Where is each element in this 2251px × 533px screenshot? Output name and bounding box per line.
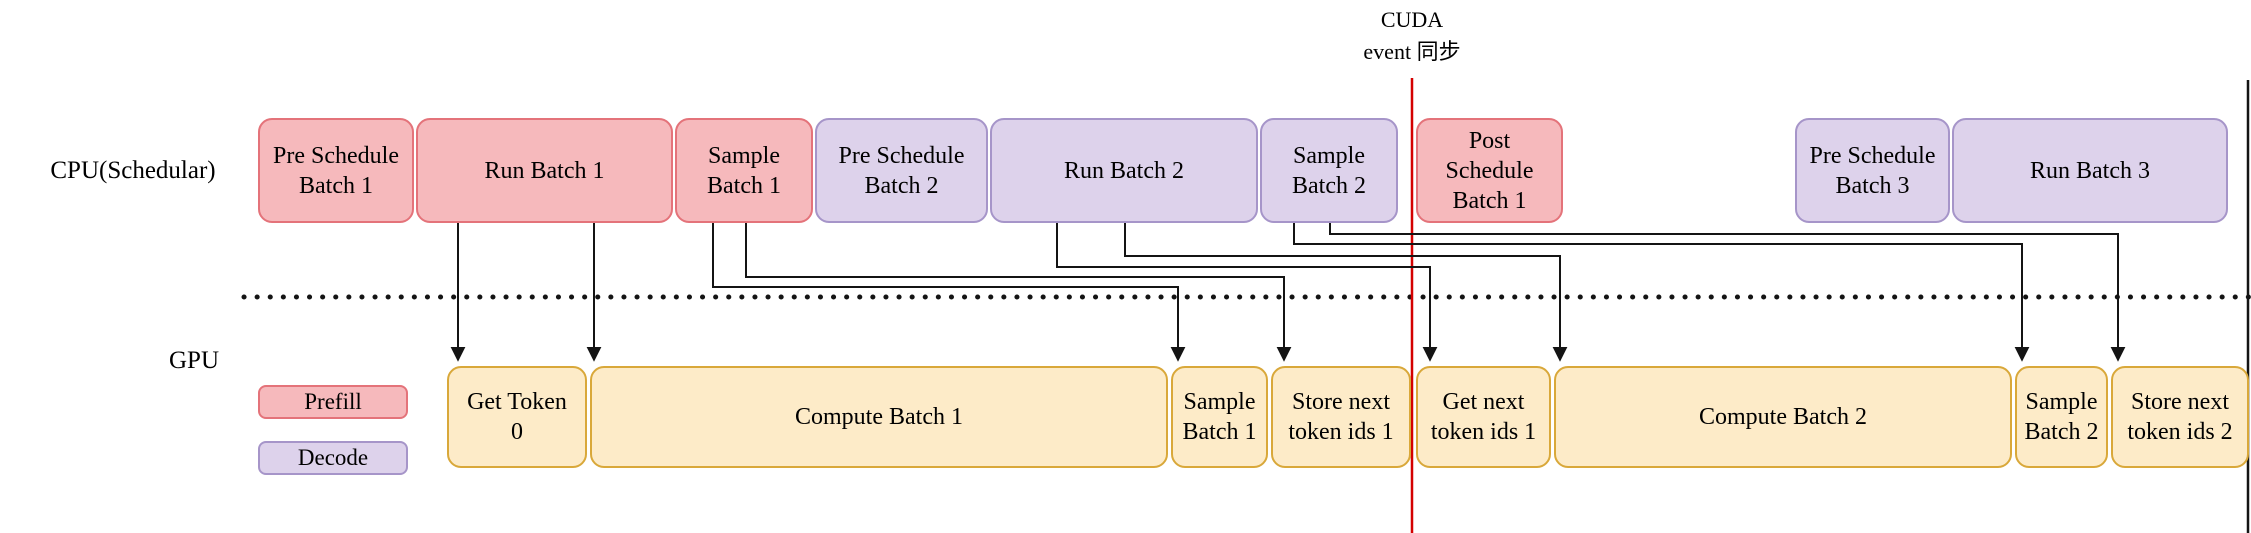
cpu-box-pre-schedule-batch-2: Pre Schedule Batch 2 — [815, 118, 988, 223]
gpu-box-get-token-0: Get Token 0 — [447, 366, 587, 468]
cpu-box-pre-schedule-batch-3: Pre Schedule Batch 3 — [1795, 118, 1950, 223]
gpu-box-compute-batch-1: Compute Batch 1 — [590, 366, 1168, 468]
cuda-sync-label: CUDA event 同步 — [1363, 7, 1461, 64]
cpu-box-sample-batch-2: Sample Batch 2 — [1260, 118, 1398, 223]
gpu-box-store-next-token-ids-2: Store next token ids 2 — [2111, 366, 2249, 468]
cpu-box-sample-batch-1: Sample Batch 1 — [675, 118, 813, 223]
arrow-samplebatch2-gpu-samplebatch2 — [1293, 223, 2030, 362]
cpu-box-post-schedule-batch-1: Post Schedule Batch 1 — [1416, 118, 1563, 223]
arrow-samplebatch2-storeids2 — [1329, 223, 2126, 362]
arrow-samplebatch1-storeids1 — [745, 223, 1292, 362]
arrow-runbatch2-computebatch2 — [1124, 223, 1568, 362]
cpu-lane-label: CPU(Schedular) — [50, 156, 216, 184]
legend-decode: Decode — [258, 441, 408, 475]
gpu-box-store-next-token-ids-1: Store next token ids 1 — [1271, 366, 1411, 468]
gpu-box-sample-batch-1: Sample Batch 1 — [1171, 366, 1268, 468]
legend-prefill: Prefill — [258, 385, 408, 419]
arrow-samplebatch1-gpu-samplebatch1 — [712, 223, 1186, 362]
gpu-lane-label: GPU — [168, 347, 219, 374]
arrow-runbatch2-getnextids1 — [1056, 223, 1438, 362]
gpu-box-get-next-token-ids-1: Get next token ids 1 — [1416, 366, 1551, 468]
cpu-box-run-batch-3: Run Batch 3 — [1952, 118, 2228, 223]
cpu-box-run-batch-2: Run Batch 2 — [990, 118, 1258, 223]
cpu-box-run-batch-1: Run Batch 1 — [416, 118, 673, 223]
gpu-box-sample-batch-2: Sample Batch 2 — [2015, 366, 2108, 468]
gpu-box-compute-batch-2: Compute Batch 2 — [1554, 366, 2012, 468]
cpu-box-pre-schedule-batch-1: Pre Schedule Batch 1 — [258, 118, 414, 223]
